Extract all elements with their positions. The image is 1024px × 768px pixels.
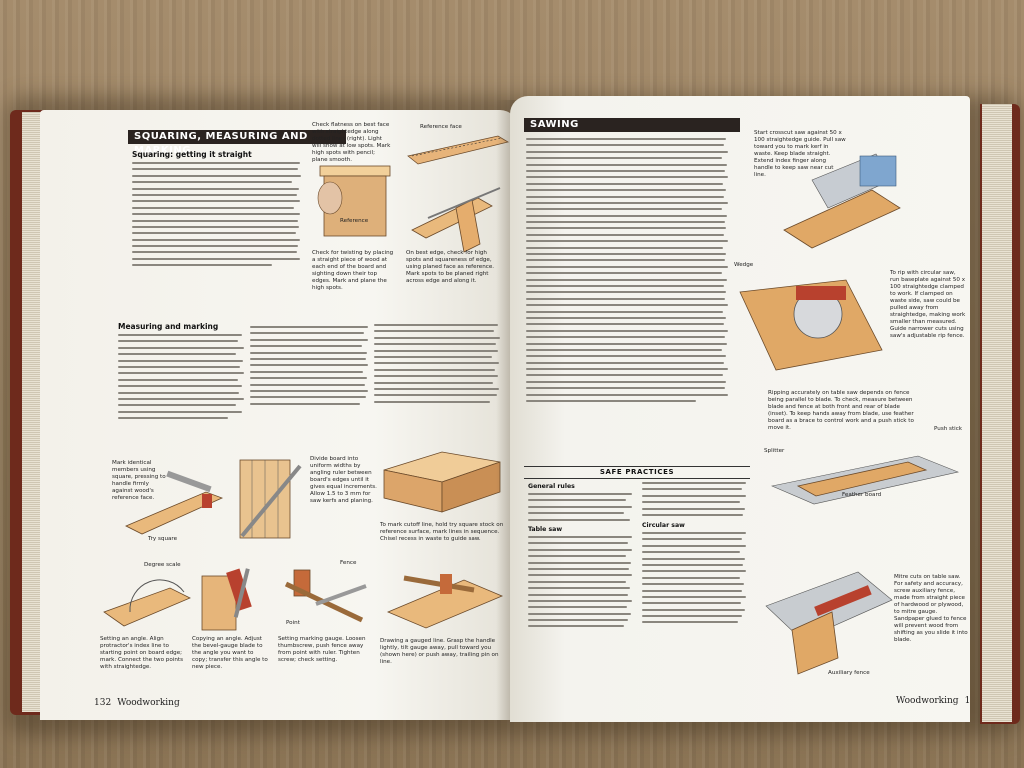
label-feather-board: Feather board [842,492,882,498]
left-running-head: Woodworking [117,698,180,708]
right-section-bar: SAWING [524,118,740,132]
caption-flatness: Check flatness on best face with straigh… [312,122,391,163]
label-splitter: Splitter [764,448,785,454]
right-folio: Woodworking 133 [896,696,970,706]
caption-cutoff-line: To mark cutoff line, hold try square sto… [380,522,504,542]
safe-general-title: General rules [528,483,575,490]
caption-crosscut: Start crosscut saw against 50 x 100 stra… [754,130,846,178]
safe-table-saw-text [528,536,636,632]
label-fence: Fence [340,560,357,566]
squaring-body-text [132,162,302,271]
subhead-measuring: Measuring and marking [118,322,219,331]
sawing-body-text [526,138,730,406]
left-page-number: 132 [94,698,112,708]
right-page: SAWING Start crosscut saw against 50 x 1… [510,96,970,722]
subhead-squaring: Squaring: getting it straight [132,150,252,159]
caption-copying-angle: Copying an angle. Adjust the bevel-gauge… [192,636,268,670]
left-page: SQUARING, MEASURING AND MARKING Squaring… [40,110,518,720]
caption-mitre-cuts: Mitre cuts on table saw. For safety and … [894,574,968,643]
safe-practices-top-rule [524,466,750,467]
cutoff-line-illustration [383,451,501,513]
left-section-title: SQUARING, MEASURING AND MARKING [134,131,308,156]
label-try-square: Try square [148,536,178,542]
bevel-gauge-illustration [201,568,252,631]
left-section-bar: SQUARING, MEASURING AND MARKING [128,130,346,156]
caption-best-edge: On best edge, check for high spots and s… [406,250,495,284]
safe-general-text [528,493,636,525]
measuring-body-text-col1 [118,334,246,423]
label-wedge: Wedge [734,262,754,268]
caption-gauged-line: Drawing a gauged line. Grasp the handle … [380,638,499,665]
label-reference: Reference [340,218,369,224]
label-degree-scale: Degree scale [144,562,181,568]
measuring-body-text-col2 [250,326,370,409]
right-page-number: 133 [964,696,970,706]
table-saw-ripping-illustration [771,455,960,505]
caption-marking-gauge: Setting marking gauge. Loosen thumbscrew… [278,636,366,663]
safe-circular-saw-title: Circular saw [642,522,685,529]
caption-setting-angle: Setting an angle. Align protractor's ind… [100,636,183,670]
right-section-title: SAWING [530,119,579,130]
left-folio: 132 Woodworking [94,698,180,708]
label-push-stick: Push stick [934,426,963,432]
label-point: Point [286,620,300,626]
flatness-board-illustration [407,135,510,165]
safe-circular-saw-text [642,532,750,628]
twisting-check-illustration [317,165,391,237]
caption-rip-circular: To rip with circular saw, run baseplate … [890,270,966,339]
crosscut-saw-illustration [783,153,901,249]
safe-table-saw-title: Table saw [528,526,563,533]
edge-check-illustration [411,187,501,253]
divide-board-illustration [239,459,302,539]
right-running-head: Woodworking [896,696,959,706]
page-edges-left [22,112,44,712]
safe-practices-title: SAFE PRACTICES [599,468,675,476]
caption-divide-board: Divide board into uniform widths by angl… [310,456,377,504]
mitre-cut-illustration [765,571,893,675]
caption-mark-members: Mark identical members using square, pre… [112,460,166,501]
label-auxiliary-fence: Auxiliary fence [828,670,870,676]
gauged-line-illustration [386,574,504,629]
protractor-illustration [103,579,191,627]
safe-general-text-col2 [642,482,750,520]
caption-ripping-radial: Ripping accurately on table saw depends … [768,390,914,431]
try-square-illustration [125,470,224,535]
page-edges-right [982,104,1012,722]
marking-gauge-illustration [284,569,367,623]
label-reference-face: Reference face [420,124,462,130]
circular-saw-illustration [739,279,883,371]
safe-practices-bottom-rule [524,478,750,479]
caption-twisting: Check for twisting by placing a straight… [312,250,394,291]
measuring-body-text-col3 [374,324,502,407]
